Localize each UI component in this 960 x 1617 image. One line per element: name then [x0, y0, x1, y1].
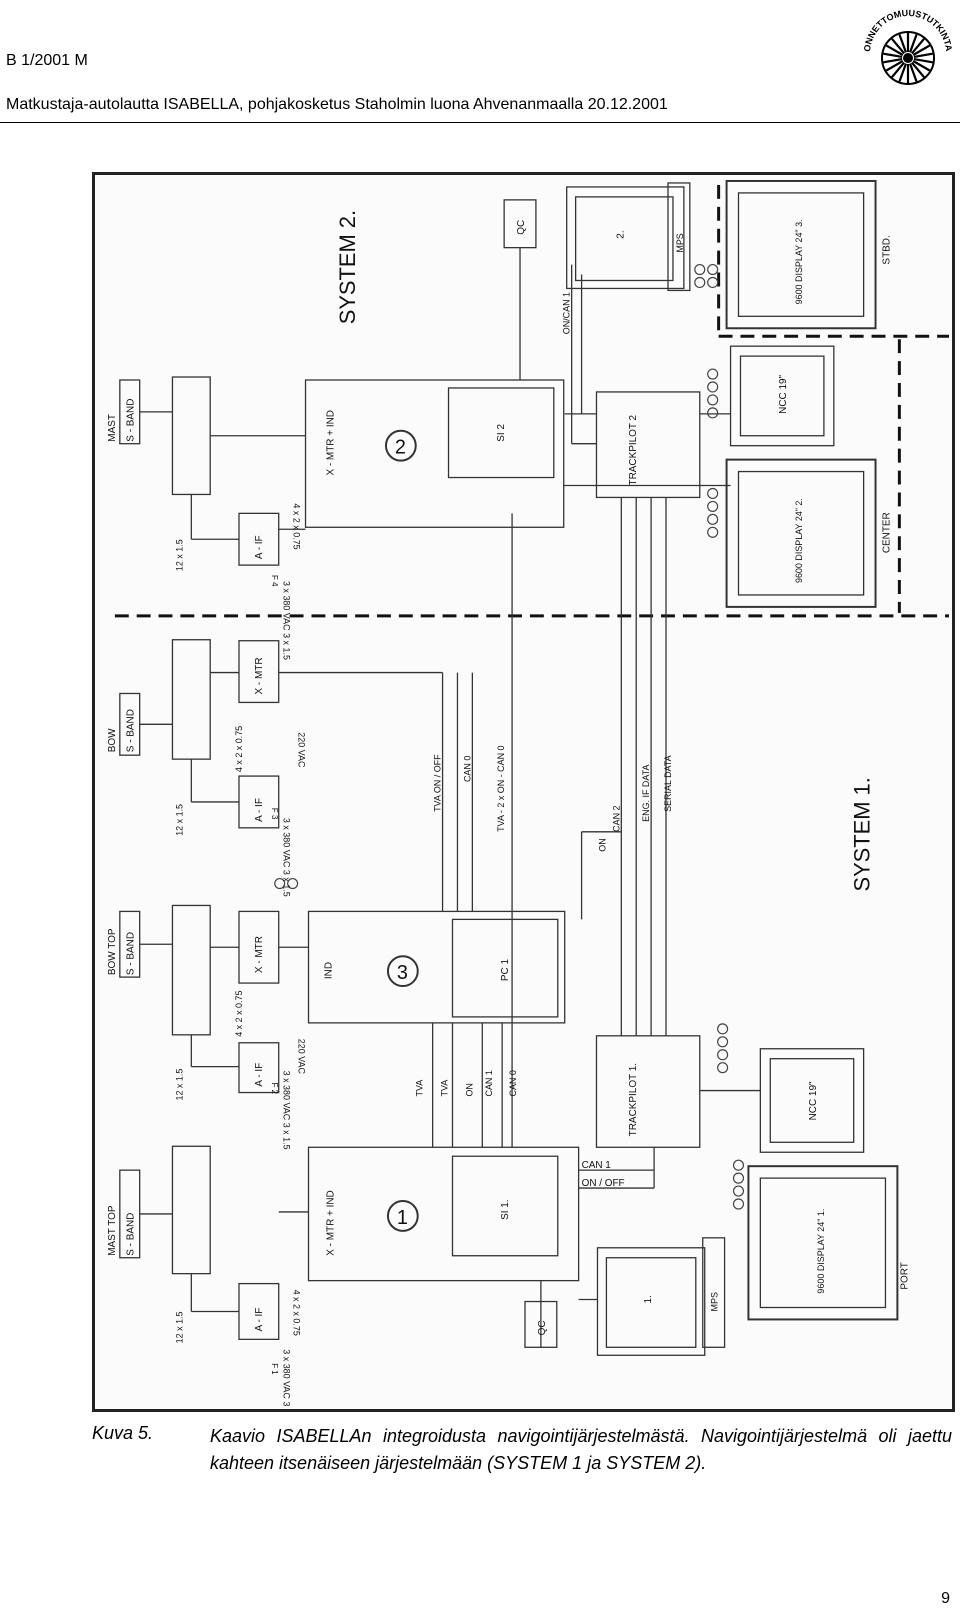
logo-text: ONNETTOMUUSTUTKINTAKESKUS — [858, 2, 954, 52]
bow-label: BOW — [107, 728, 118, 752]
ind-3: IND — [323, 962, 334, 979]
center-label: CENTER — [881, 512, 892, 553]
bow-top-label: BOW TOP — [107, 928, 118, 975]
cable-380-3: 3 x 380 VAC 3 x 1.5 — [282, 818, 292, 897]
xmtr-ind-1: X - MTR + IND — [325, 1190, 336, 1256]
stbd-label: STBD. — [881, 235, 892, 264]
signal-tva-can: TVA - 2 x ON - CAN 0 — [496, 745, 506, 831]
svg-text:ONNETTOMUUSTUTKINTAKESKUS: ONNETTOMUUSTUTKINTAKESKUS — [858, 2, 954, 52]
page-number: 9 — [941, 1590, 950, 1607]
monitor-1: 1. — [643, 1295, 654, 1303]
aif-bow-top: A - IF — [254, 1063, 265, 1087]
caption-text: Kaavio ISABELLAn integroidusta navigoint… — [210, 1426, 952, 1473]
signal-can1-b: CAN 1 — [582, 1160, 612, 1171]
mast-top-band: S - BAND — [126, 1213, 137, 1256]
mast-band: S - BAND — [126, 399, 137, 442]
cable-12x15-bowtop: 12 x 1.5 — [174, 1069, 184, 1101]
signal-tva-onoff: TVA ON / OFF — [433, 754, 443, 812]
cable-4x2-bow: 4 x 2 x 0.75 — [234, 726, 244, 772]
navigation-system-diagram: SYSTEM 2. SYSTEM 1. MAST S - BAND BOW S … — [92, 172, 955, 1412]
xmtr-bow-top: X - MTR — [254, 936, 265, 973]
signal-tva-b: TVA — [440, 1080, 450, 1097]
si2-label: SI 2 — [496, 424, 507, 442]
fuse-f1: F 1 — [270, 1363, 279, 1375]
caption-label: Kuva 5. — [92, 1423, 154, 1443]
cable-4x2-masttop: 4 x 2 x 0.75 — [292, 1290, 302, 1336]
header-rule — [0, 122, 960, 123]
display-3: 9600 DISPLAY 24" 3. — [794, 219, 804, 304]
agency-logo: ONNETTOMUUSTUTKINTAKESKUS — [858, 2, 954, 85]
cable-380-2: 3 x 380 VAC 3 x 1.5 — [282, 581, 292, 660]
mps-2: MPS — [675, 233, 685, 252]
signal-on-b: ON — [464, 1083, 474, 1096]
signal-can2: CAN 2 — [611, 805, 621, 831]
qc-1: QC — [537, 1320, 548, 1335]
aif-bow: A - IF — [254, 798, 265, 822]
cable-12x15-bow: 12 x 1.5 — [174, 804, 184, 836]
ncc-2: NCC 19" — [778, 374, 789, 413]
xmtr-bow: X - MTR — [254, 657, 265, 694]
qc-2: QC — [516, 220, 527, 235]
cable-12x15-masttop: 12 x 1.5 — [174, 1311, 184, 1343]
display-2: 9600 DISPLAY 24" 2. — [794, 498, 804, 583]
fuse-f3: F 3 — [270, 808, 279, 820]
cable-220-bow: 220 VAC — [297, 732, 307, 768]
fuse-f4: F 4 — [270, 575, 279, 587]
mast-label: MAST — [107, 414, 118, 442]
aif-1: A - IF — [254, 1308, 265, 1332]
radar-number-2: 2 — [395, 437, 406, 459]
radar-number-3: 3 — [397, 962, 408, 984]
system2-label: SYSTEM 2. — [335, 210, 360, 324]
cable-220-bowtop: 220 VAC — [297, 1039, 307, 1075]
bow-top-band: S - BAND — [126, 932, 137, 975]
trackpilot-2: TRACKPILOT 2 — [628, 414, 639, 485]
trackpilot-1: TRACKPILOT 1. — [628, 1063, 639, 1136]
si1-label: SI 1. — [500, 1199, 511, 1219]
cable-380-f2: 3 x 380 VAC 3 x 1.5 — [282, 1071, 292, 1150]
signal-on: ON — [597, 838, 607, 851]
monitor-2: 2. — [615, 230, 626, 238]
aif-2: A - IF — [254, 535, 265, 559]
fuse-f2: F 2 — [270, 1083, 279, 1095]
ncc-1: NCC 19" — [808, 1081, 819, 1120]
signal-eng-if: ENG. IF DATA — [641, 764, 651, 821]
cable-4x2-mast: 4 x 2 x 0.75 — [292, 503, 302, 549]
pc1-label: PC 1 — [500, 958, 511, 981]
display-1: 9600 DISPLAY 24" 1. — [816, 1209, 826, 1294]
signal-tva-a: TVA — [415, 1080, 425, 1097]
document-code: B 1/2001 M — [6, 52, 88, 69]
signal-can0-b: CAN 0 — [508, 1070, 518, 1096]
system1-label: SYSTEM 1. — [850, 777, 875, 891]
cable-4x2-bowtop: 4 x 2 x 0.75 — [234, 991, 244, 1037]
xmtr-ind-2: X - MTR + IND — [325, 410, 336, 476]
signal-can0-a: CAN 0 — [462, 756, 472, 782]
signal-on-off: ON / OFF — [582, 1178, 625, 1189]
signal-on-can1: ON/CAN 1 — [562, 292, 572, 334]
document-title: Matkustaja-autolautta ISABELLA, pohjakos… — [6, 96, 668, 113]
port-label: PORT — [899, 1262, 910, 1289]
signal-can1-a: CAN 1 — [484, 1070, 494, 1096]
cable-380-1: 3 x 380 VAC 3 x 1.5 — [282, 1349, 292, 1409]
mps-1: MPS — [710, 1292, 720, 1311]
radar-number-1: 1 — [397, 1207, 408, 1229]
signal-serial: SERIAL DATA — [663, 755, 673, 812]
mast-top-label: MAST TOP — [107, 1205, 118, 1256]
cable-12x15-mast: 12 x 1.5 — [174, 539, 184, 571]
bow-band: S - BAND — [126, 709, 137, 752]
